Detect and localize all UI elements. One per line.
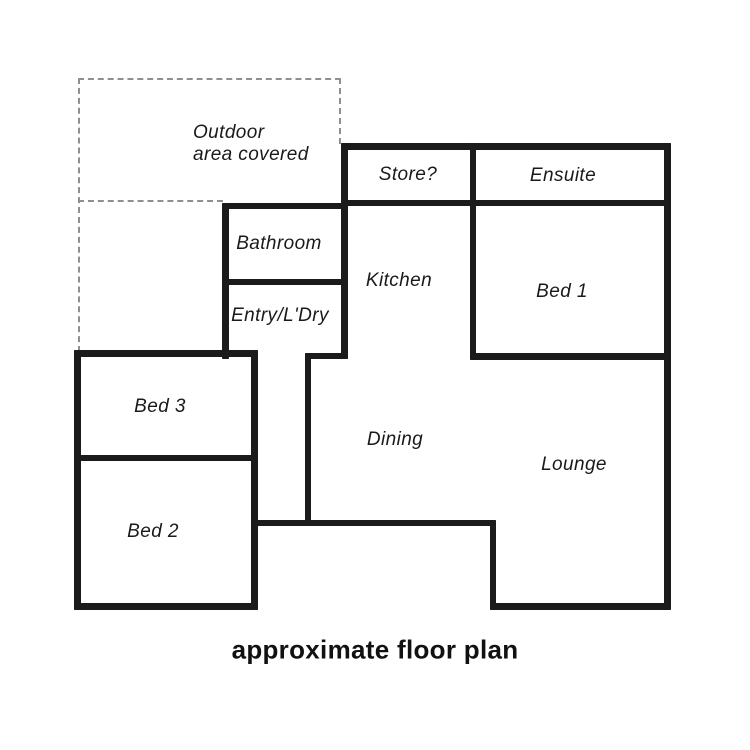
- wall-bed3-top: [74, 350, 258, 357]
- wall-dining-left: [305, 353, 311, 526]
- wall-lounge-bottom: [490, 603, 671, 610]
- wall-dining-bottom: [252, 520, 496, 526]
- wall-building-top: [341, 143, 671, 150]
- wall-bed3-bed2-divider: [74, 455, 258, 461]
- outdoor-label-line1: Outdoor: [193, 122, 265, 143]
- wall-store-kitchen-bed1-divider: [470, 143, 476, 360]
- wall-bathroom-entry-divider: [222, 279, 348, 285]
- wall-kitchen-left: [341, 143, 348, 359]
- floor-plan-caption: approximate floor plan: [231, 634, 519, 665]
- room-label-store: Store?: [378, 164, 438, 185]
- wall-bed3-bed2-left: [74, 350, 81, 610]
- room-label-bed2: Bed 2: [127, 521, 179, 542]
- outdoor-boundary-top: [78, 78, 341, 80]
- wall-bed3-bed2-right: [251, 350, 258, 610]
- room-label-bed1: Bed 1: [536, 281, 588, 302]
- room-label-bed3: Bed 3: [134, 396, 186, 417]
- outdoor-boundary-right: [339, 78, 341, 144]
- wall-bed1-bottom: [470, 353, 671, 360]
- wall-entry-bottom: [305, 353, 348, 359]
- wall-bathroom-top: [222, 203, 348, 209]
- room-label-dining: Dining: [366, 429, 424, 450]
- wall-bed2-bottom: [74, 603, 258, 610]
- room-label-entry: Entry/L'Dry: [231, 305, 329, 326]
- wall-store-ensuite-bottom: [341, 200, 671, 206]
- room-label-bathroom: Bathroom: [236, 233, 322, 254]
- room-label-ensuite: Ensuite: [529, 165, 597, 186]
- wall-building-right: [664, 143, 671, 610]
- outdoor-label-line2: area covered: [193, 144, 309, 165]
- room-label-kitchen: Kitchen: [365, 270, 433, 291]
- wall-lounge-left-step: [490, 520, 496, 610]
- outdoor-boundary-left: [78, 78, 80, 352]
- room-label-outdoor: Outdoor area covered: [193, 122, 309, 166]
- outdoor-boundary-bottom: [78, 200, 223, 202]
- room-label-lounge: Lounge: [541, 454, 607, 475]
